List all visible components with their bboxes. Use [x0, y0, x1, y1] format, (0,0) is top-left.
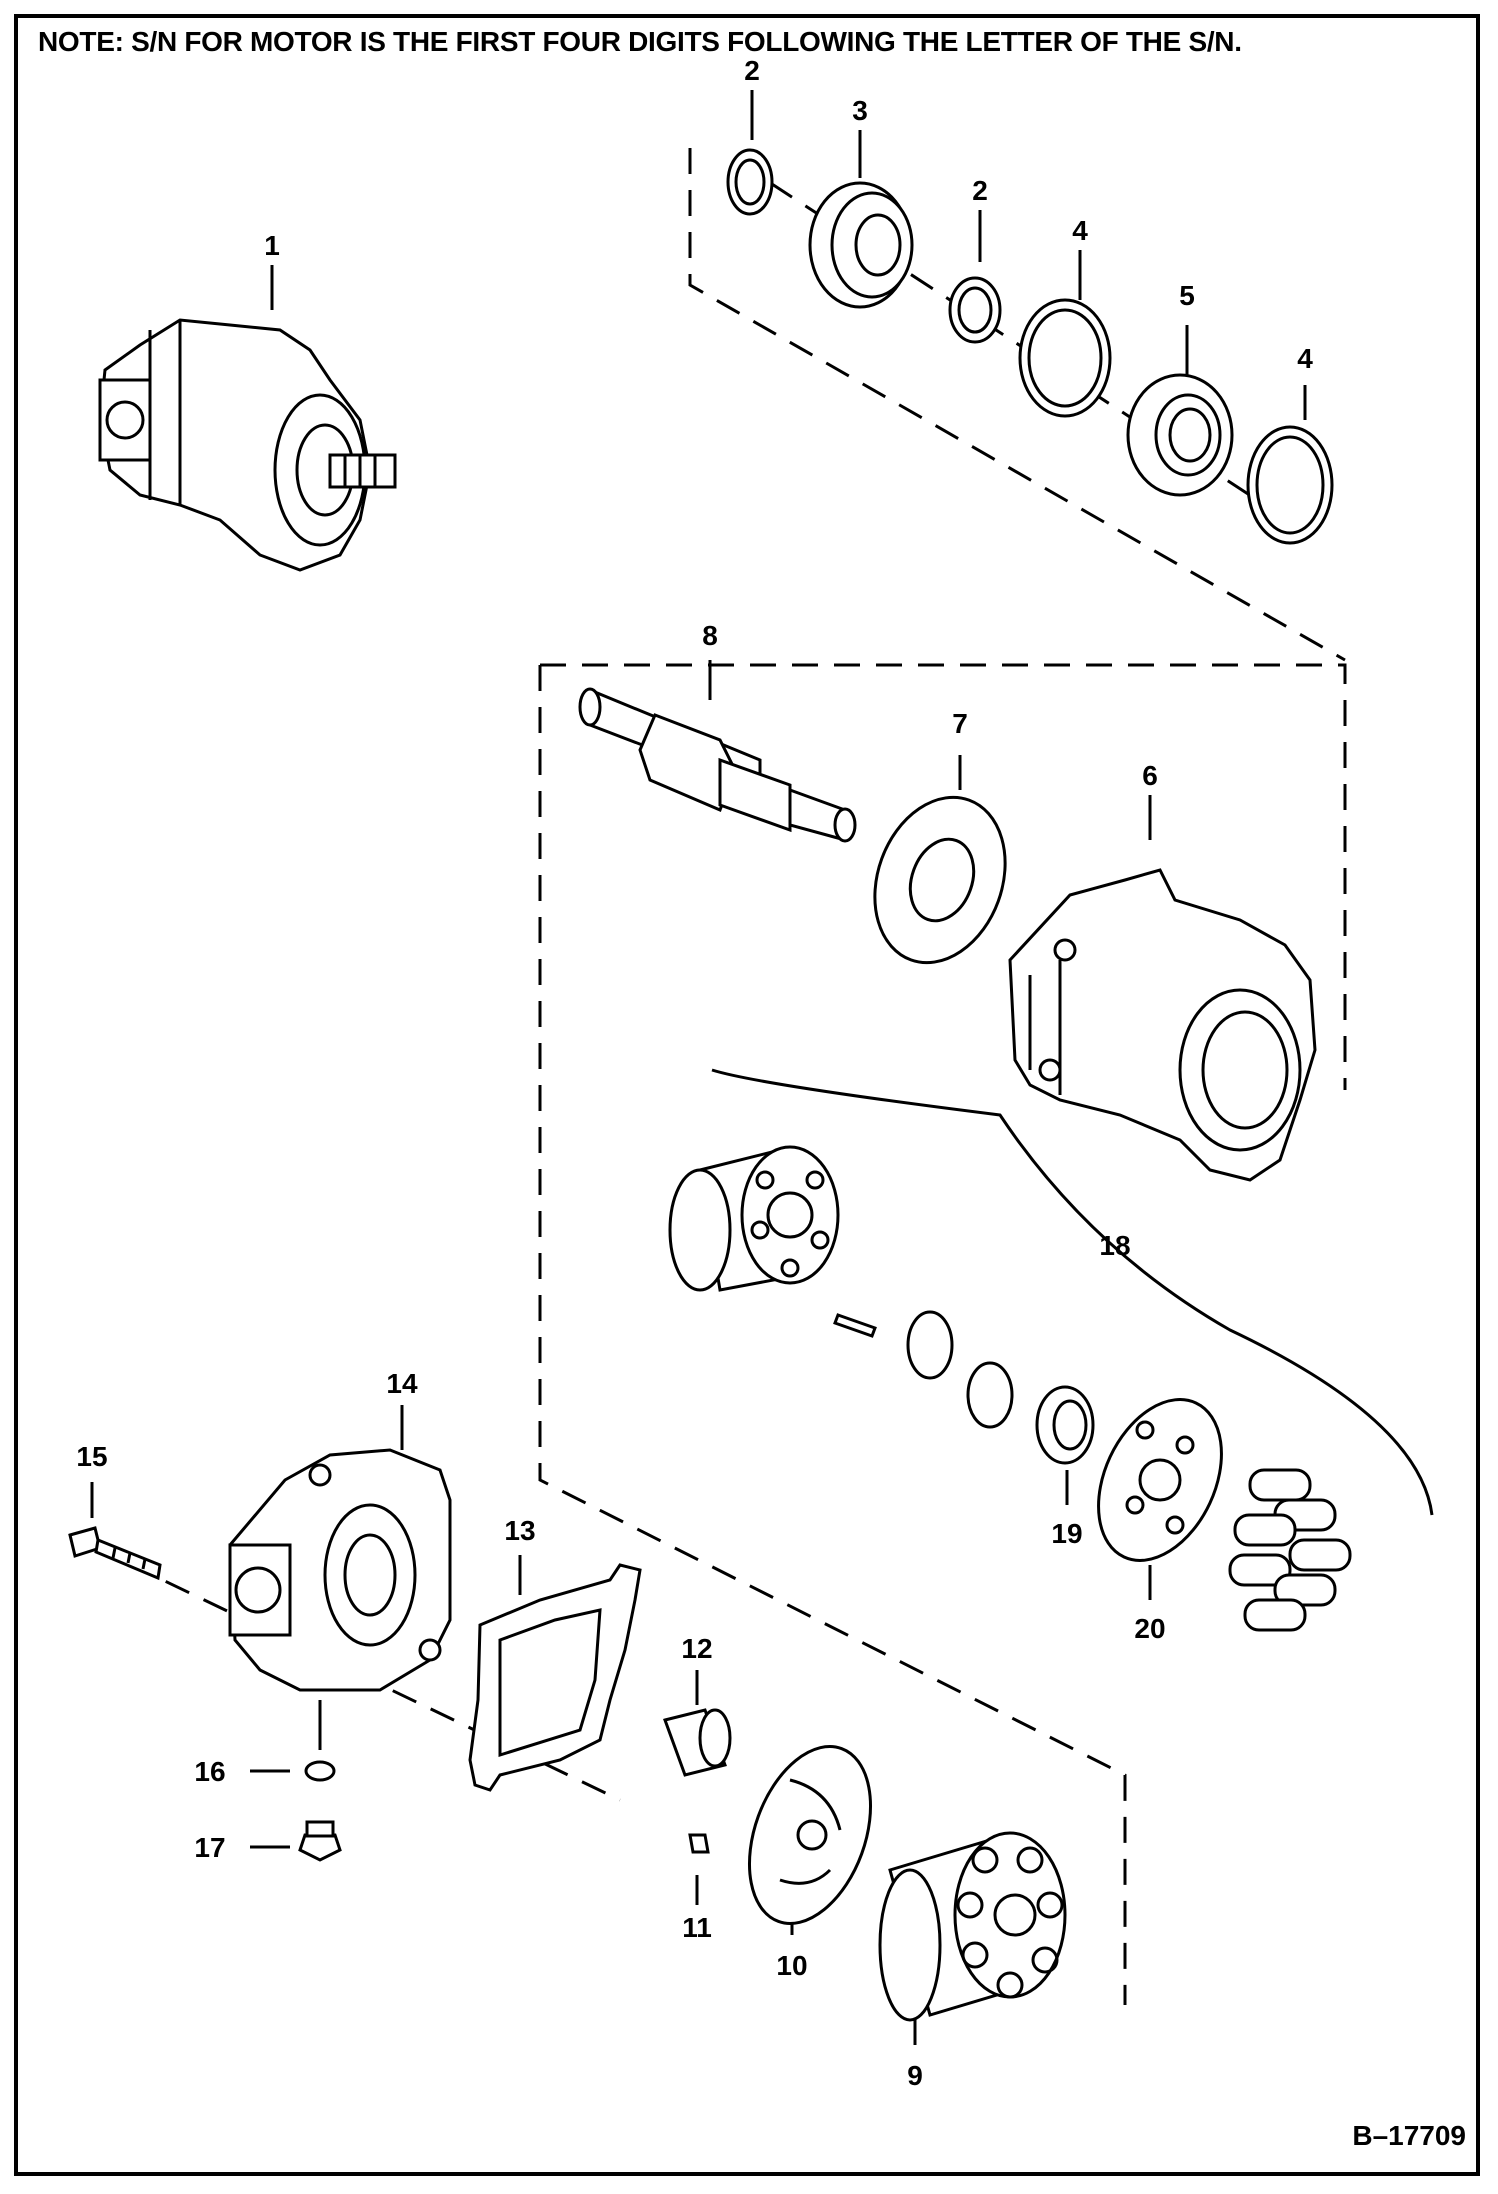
callout-2b: 2 [972, 175, 988, 206]
callout-20: 20 [1134, 1613, 1165, 1644]
needle-bearing [663, 1708, 732, 1777]
cylinder-barrel [878, 1831, 1067, 2022]
callout-5: 5 [1179, 280, 1195, 311]
retainer-plate-20 [1097, 1398, 1223, 1562]
diagram-frame [14, 14, 1480, 2176]
callout-11: 11 [682, 1912, 712, 1943]
callout-1: 1 [264, 230, 280, 261]
retaining-ring-2-inner [1255, 435, 1325, 535]
gasket [468, 1563, 642, 1792]
pivot-bearing-19 [1035, 1385, 1095, 1465]
callout-7: 7 [952, 708, 968, 739]
ball-guide-18 [966, 1361, 1014, 1429]
drive-shaft [578, 687, 857, 843]
note-label: NOTE: [38, 26, 124, 57]
callout-9: 9 [907, 2060, 923, 2091]
callout-13: 13 [504, 1515, 535, 1546]
callout-6: 6 [1142, 760, 1158, 791]
shaft-seal [1126, 373, 1234, 497]
spring-ring-18 [906, 1310, 954, 1380]
retaining-ring-1-inner [1027, 308, 1103, 408]
bearing [808, 181, 914, 309]
thrust-washer [873, 795, 1007, 965]
retaining-ring-2 [1246, 425, 1334, 545]
callout-16: 16 [194, 1756, 225, 1787]
callout-2a: 2 [744, 55, 760, 86]
callout-3: 3 [852, 95, 868, 126]
o-ring [304, 1760, 336, 1782]
note-body: S/N FOR MOTOR IS THE FIRST FOUR DIGITS F… [131, 26, 1242, 57]
retaining-ring-1 [1018, 298, 1112, 418]
pin-18 [833, 1313, 877, 1338]
callout-14: 14 [386, 1368, 418, 1399]
bolt [68, 1526, 162, 1581]
motor-assembly [98, 318, 397, 572]
snap-ring-small-1-inner [734, 158, 766, 206]
callout-17: 17 [194, 1832, 225, 1863]
cylinder-block-18 [668, 1145, 840, 1292]
motor-housing [1008, 868, 1317, 1182]
pin [688, 1833, 710, 1854]
callout-12: 12 [681, 1633, 712, 1664]
callout-8: 8 [702, 620, 718, 651]
snap-ring-small-2-inner [957, 286, 993, 334]
drawing-number: B–17709 [1352, 2120, 1466, 2151]
pistons-18 [1228, 1468, 1352, 1632]
callout-4b: 4 [1297, 343, 1313, 374]
callout-10: 10 [776, 1950, 807, 1981]
group-bracket-18 [711, 1068, 1434, 1516]
callout-19: 19 [1051, 1518, 1082, 1549]
callout-15: 15 [76, 1441, 107, 1472]
callout-numbers: 1 2 3 2 4 5 4 8 7 6 18 14 15 13 19 20 12… [76, 55, 1313, 2091]
valve-plate [747, 1745, 873, 1925]
end-cap [228, 1448, 452, 1692]
note-text: NOTE: S/N FOR MOTOR IS THE FIRST FOUR DI… [38, 26, 1242, 58]
callout-4a: 4 [1072, 215, 1088, 246]
plug [298, 1820, 342, 1862]
leader-lines [90, 90, 1307, 2045]
callout-18: 18 [1099, 1230, 1130, 1261]
